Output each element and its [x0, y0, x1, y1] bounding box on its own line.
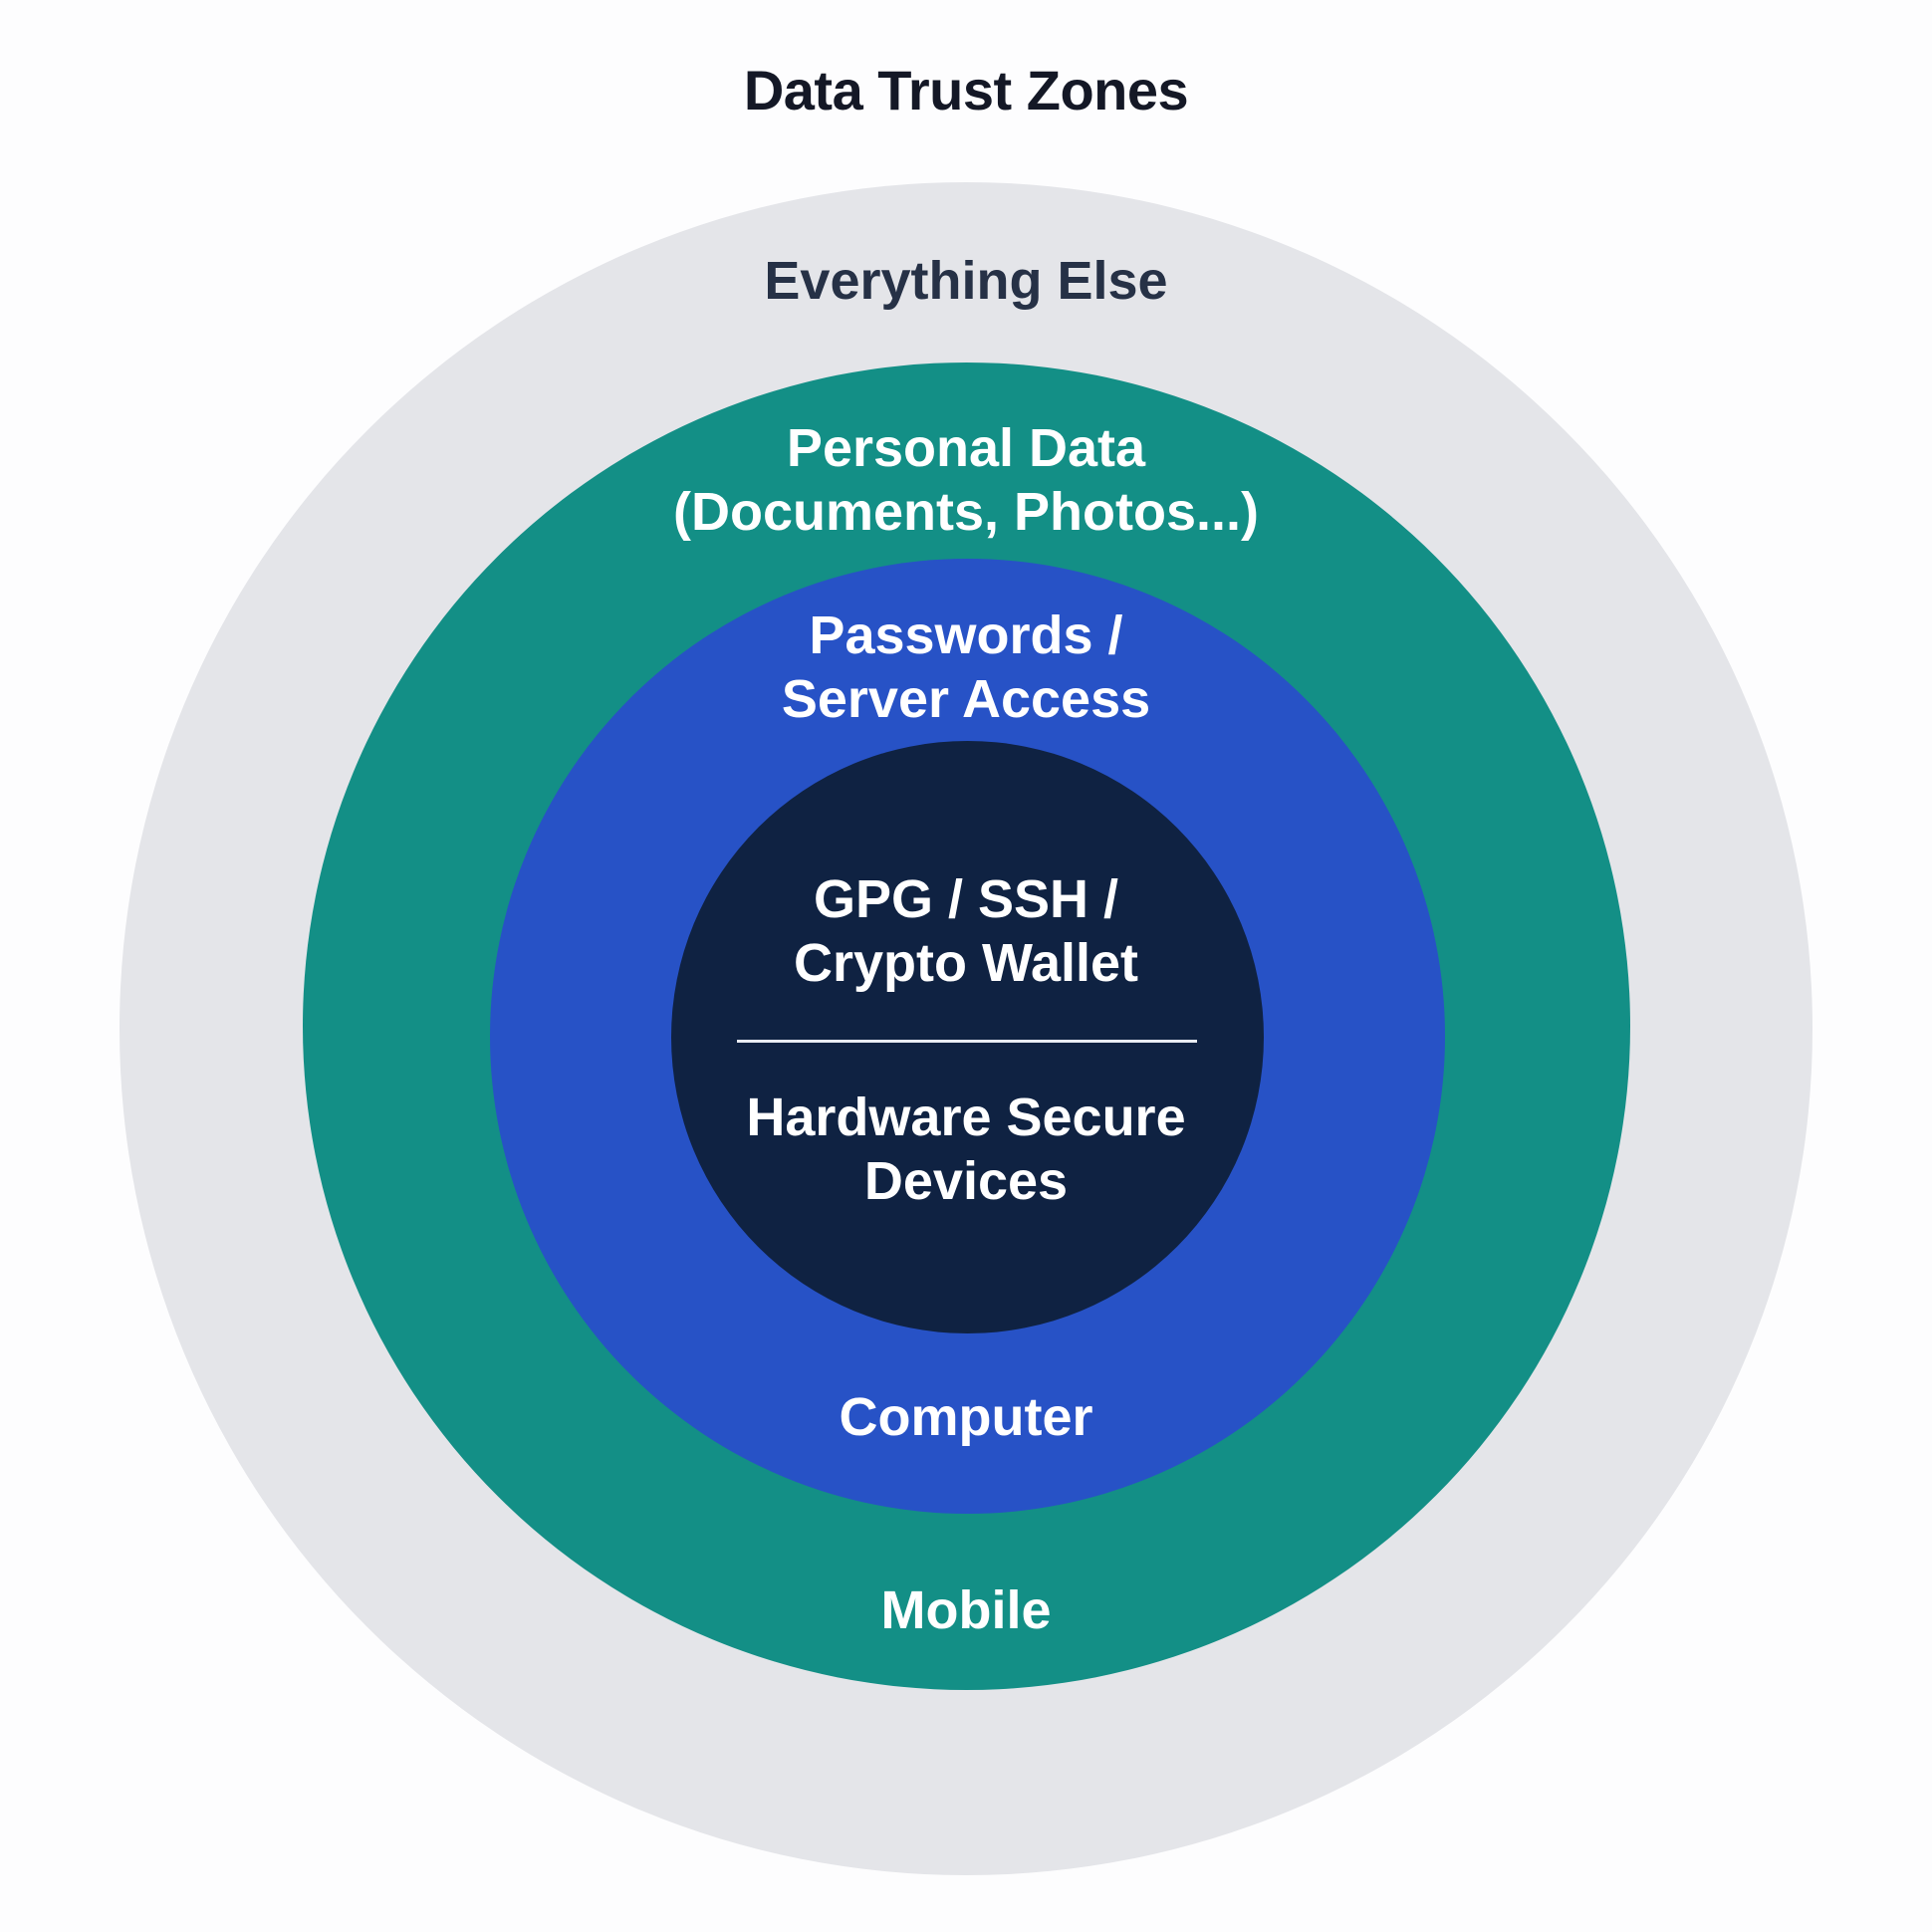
- label-passwords-server-access: Passwords / Server Access: [781, 605, 1151, 729]
- label-computer: Computer: [839, 1387, 1093, 1447]
- label-gpg-ssh-crypto: GPG / SSH / Crypto Wallet: [793, 869, 1139, 993]
- label-personal-data: Personal Data (Documents, Photos...): [672, 418, 1259, 542]
- core-divider: [737, 1040, 1197, 1043]
- label-everything-else: Everything Else: [764, 251, 1168, 311]
- label-hardware-secure-devices: Hardware Secure Devices: [746, 1087, 1186, 1211]
- diagram-title: Data Trust Zones: [743, 59, 1189, 121]
- zone-hardware-secure-devices: [671, 741, 1264, 1333]
- label-mobile: Mobile: [880, 1580, 1052, 1640]
